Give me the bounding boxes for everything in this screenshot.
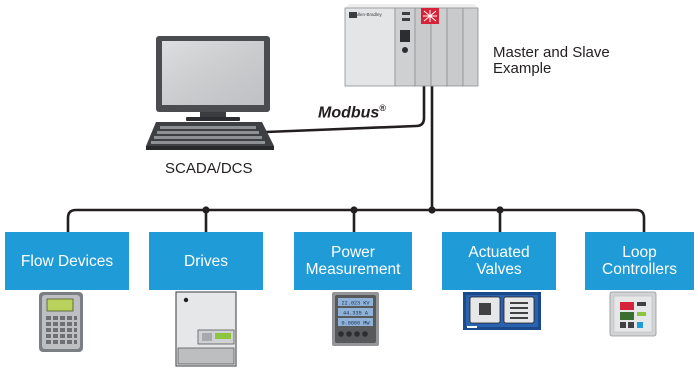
device-box-actuated-valves: Actuated Valves xyxy=(442,232,556,290)
keyboard-icon xyxy=(146,122,274,150)
meter-readout-2: 44.335 A xyxy=(343,311,369,317)
device-box-label-line1: Power xyxy=(331,244,375,261)
device-box-label-line2: Controllers xyxy=(602,261,677,278)
device-box-label-line1: Loop xyxy=(622,244,657,261)
device-box-drives: Drives xyxy=(149,232,263,290)
device-box-label-line2: Valves xyxy=(476,261,522,278)
master-slave-label-line2: Example xyxy=(493,60,552,77)
computer-monitor-icon xyxy=(156,36,270,121)
flow-device-icon xyxy=(39,292,83,352)
master-slave-label: Master and Slave Example xyxy=(493,45,610,77)
device-box-loop-controllers: Loop Controllers xyxy=(585,232,694,290)
master-slave-label-line1: Master and Slave xyxy=(493,44,610,61)
device-box-flow-devices: Flow Devices xyxy=(5,232,129,290)
protocol-registered-mark: ® xyxy=(379,103,386,113)
meter-readout-1: 22.023 KV xyxy=(341,301,370,307)
scada-label: SCADA/DCS xyxy=(165,160,253,177)
protocol-label: Modbus® xyxy=(318,103,386,122)
valve-panel-icon xyxy=(463,292,541,330)
loop-controller-icon xyxy=(609,291,657,337)
device-box-label-line2: Measurement xyxy=(305,261,401,278)
power-meter-icon: 22.023 KV 44.335 A 0.0000 MW xyxy=(332,292,379,346)
bus-junctions xyxy=(202,206,504,214)
drive-icon xyxy=(175,291,237,367)
protocol-name: Modbus xyxy=(318,104,380,122)
plc-brand-label: Allen-Bradley xyxy=(355,12,382,17)
device-box-label: Drives xyxy=(184,252,228,270)
device-box-label: Flow Devices xyxy=(20,252,114,270)
device-box-label-line1: Actuated xyxy=(468,244,530,261)
device-box-power-measurement: Power Measurement xyxy=(294,232,412,290)
meter-readout-3: 0.0000 MW xyxy=(341,321,370,327)
plc-rack-icon xyxy=(344,4,479,87)
